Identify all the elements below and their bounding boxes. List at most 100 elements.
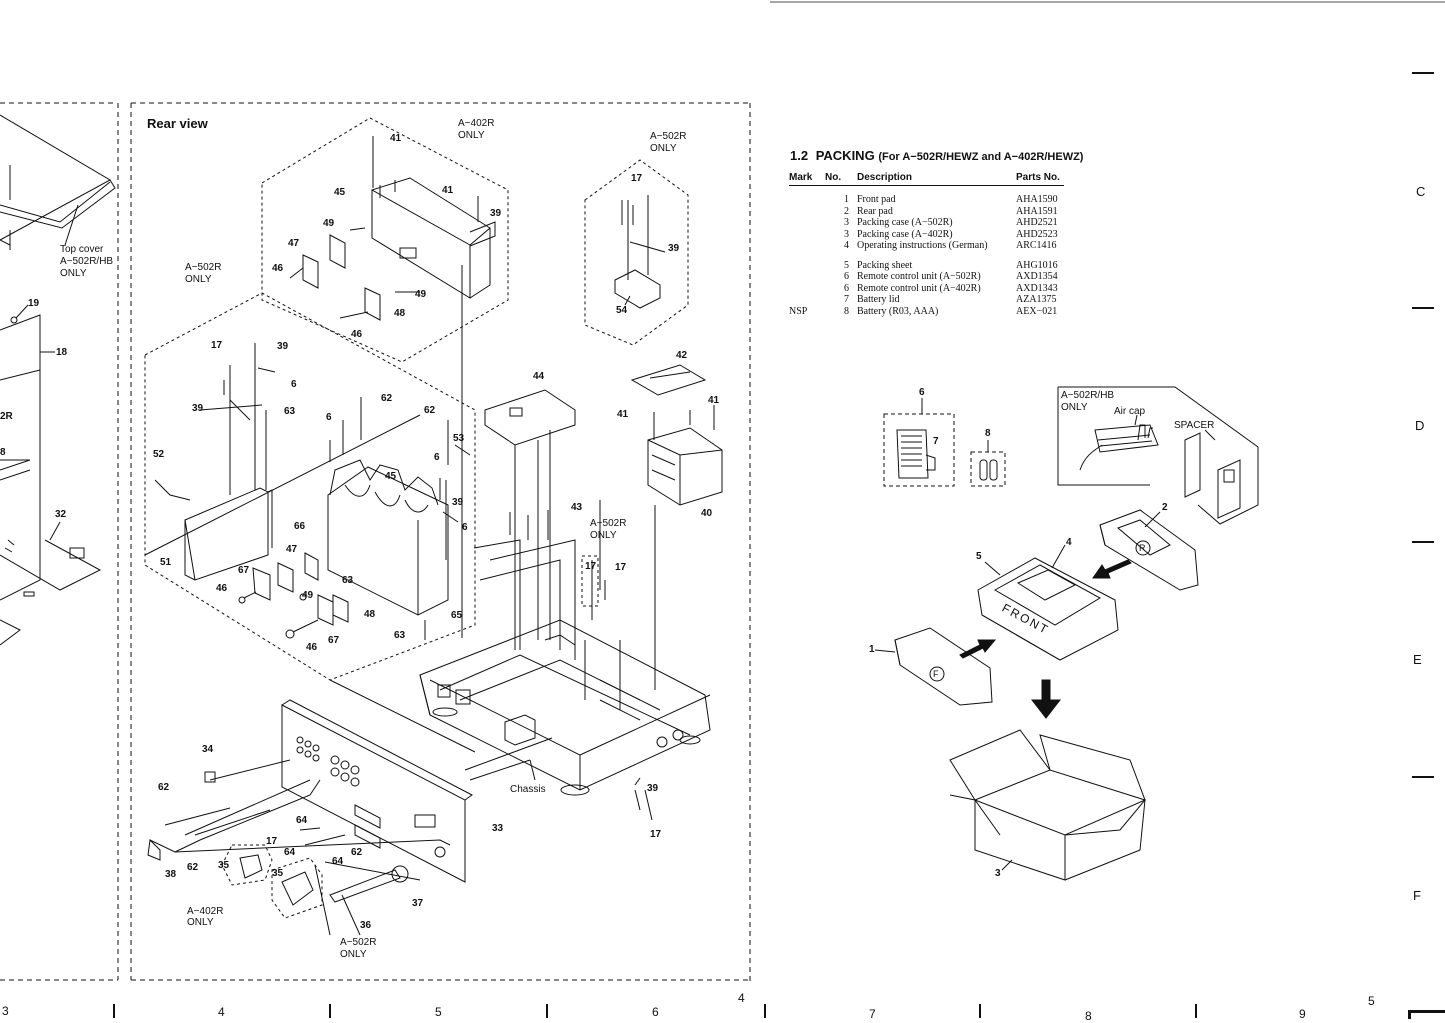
rear-view-title: Rear view — [147, 116, 208, 131]
bottom-number-4: 4 — [218, 1005, 225, 1019]
callout-51: 51 — [160, 557, 172, 568]
a502r-mid-model: A−502R — [590, 518, 627, 529]
callout-46: 46 — [216, 583, 228, 594]
callout-40: 40 — [701, 508, 713, 519]
callout-17: 17 — [266, 836, 278, 847]
bottom-number-5: 5 — [435, 1005, 442, 1019]
f-mark: F — [933, 669, 939, 679]
callout-41: 41 — [390, 133, 402, 144]
callout-52: 52 — [153, 449, 165, 460]
callout-43: 43 — [571, 502, 583, 513]
callout-39: 39 — [277, 341, 289, 352]
ruler-mark — [1412, 307, 1434, 309]
header-no: No. — [825, 172, 857, 186]
top-cover-model-label: A−502R/HB — [60, 256, 114, 267]
callout-64: 64 — [284, 847, 296, 858]
callout-32: 32 — [55, 509, 67, 520]
callout-37: 37 — [412, 898, 424, 909]
callout-49: 49 — [302, 590, 314, 601]
a502r-bottom-model: A−502R — [340, 937, 377, 948]
callout-42: 42 — [676, 350, 688, 361]
page-marker-5: 5 — [1368, 994, 1375, 1008]
pack-callout-5: 5 — [976, 551, 982, 562]
r-mark: R — [1139, 543, 1146, 553]
ruler-letter-f: F — [1413, 888, 1421, 903]
bottom-tick — [546, 1004, 548, 1018]
callout-63: 63 — [394, 630, 406, 641]
callout-63: 63 — [342, 575, 354, 586]
pack-callout-8: 8 — [985, 428, 991, 439]
callout-62: 62 — [351, 847, 363, 858]
bottom-tick — [113, 1004, 115, 1018]
callout-6: 6 — [291, 379, 297, 390]
a502r-top-model: A−502R — [650, 131, 687, 142]
bottom-number-6: 6 — [652, 1005, 659, 1019]
callout-38: 38 — [165, 869, 177, 880]
ruler-letter-e: E — [1413, 652, 1422, 667]
air-cap-label: Air cap — [1114, 406, 1146, 417]
pack-callout-4: 4 — [1066, 537, 1072, 548]
callout-62: 62 — [187, 862, 199, 873]
packing-subtitle: (For A−502R/HEWZ and A−402R/HEWZ) — [878, 151, 1084, 163]
packing-section-number: 1.2 — [790, 148, 809, 163]
callout-47: 47 — [288, 238, 300, 249]
top-cover-only-label: ONLY — [60, 268, 87, 279]
ruler-letter-c: C — [1416, 184, 1426, 199]
ruler-letter-d: D — [1415, 418, 1425, 433]
callout-6: 6 — [326, 412, 332, 423]
callout-66: 66 — [294, 521, 306, 532]
top-cover-label: Top cover — [60, 244, 104, 255]
ruler-mark — [1412, 72, 1434, 74]
a502r-left-model: A−502R — [185, 262, 222, 273]
callout-62: 62 — [158, 782, 170, 793]
packing-title-text: PACKING — [815, 148, 875, 163]
a402r-bottom-model: A−402R — [187, 906, 224, 917]
callout-67: 67 — [238, 565, 250, 576]
bottom-number-3: 3 — [2, 1004, 9, 1018]
callout-17: 17 — [650, 829, 662, 840]
callout-8: 8 — [0, 447, 6, 458]
callout-17: 17 — [211, 340, 223, 351]
bottom-tick — [1195, 1004, 1197, 1018]
callout-39: 39 — [490, 208, 502, 219]
a402r-bottom-only: ONLY — [187, 917, 214, 928]
pack-callout-2: 2 — [1162, 502, 1168, 513]
callout-48: 48 — [364, 609, 376, 620]
callout-17: 17 — [585, 561, 597, 572]
spacer-label: SPACER — [1174, 420, 1215, 431]
pack-callout-1: 1 — [869, 644, 875, 655]
pack-callout-6: 6 — [919, 387, 925, 398]
callout-64: 64 — [332, 856, 344, 867]
callout-41: 41 — [708, 395, 720, 406]
callout-46: 46 — [272, 263, 284, 274]
pack-callout-3: 3 — [995, 868, 1001, 879]
callout-54: 54 — [616, 305, 628, 316]
pack-callout-7: 7 — [933, 436, 939, 447]
a502r-left-only: ONLY — [185, 274, 212, 285]
callout-47: 47 — [286, 544, 298, 555]
a502r-top-only: ONLY — [650, 143, 677, 154]
bottom-number-7: 7 — [869, 1007, 876, 1021]
chassis-label: Chassis — [510, 784, 546, 795]
callout-39: 39 — [647, 783, 659, 794]
callout-64: 64 — [296, 815, 308, 826]
callout-49: 49 — [415, 289, 427, 300]
callout-53: 53 — [453, 433, 465, 444]
ruler-mark — [1412, 541, 1434, 543]
callout-41: 41 — [617, 409, 629, 420]
callout-62: 62 — [381, 393, 393, 404]
callout-48: 48 — [394, 308, 406, 319]
bottom-number-8: 8 — [1085, 1009, 1092, 1023]
bottom-tick — [329, 1004, 331, 1018]
header-parts-no: Parts No. — [1016, 172, 1064, 186]
